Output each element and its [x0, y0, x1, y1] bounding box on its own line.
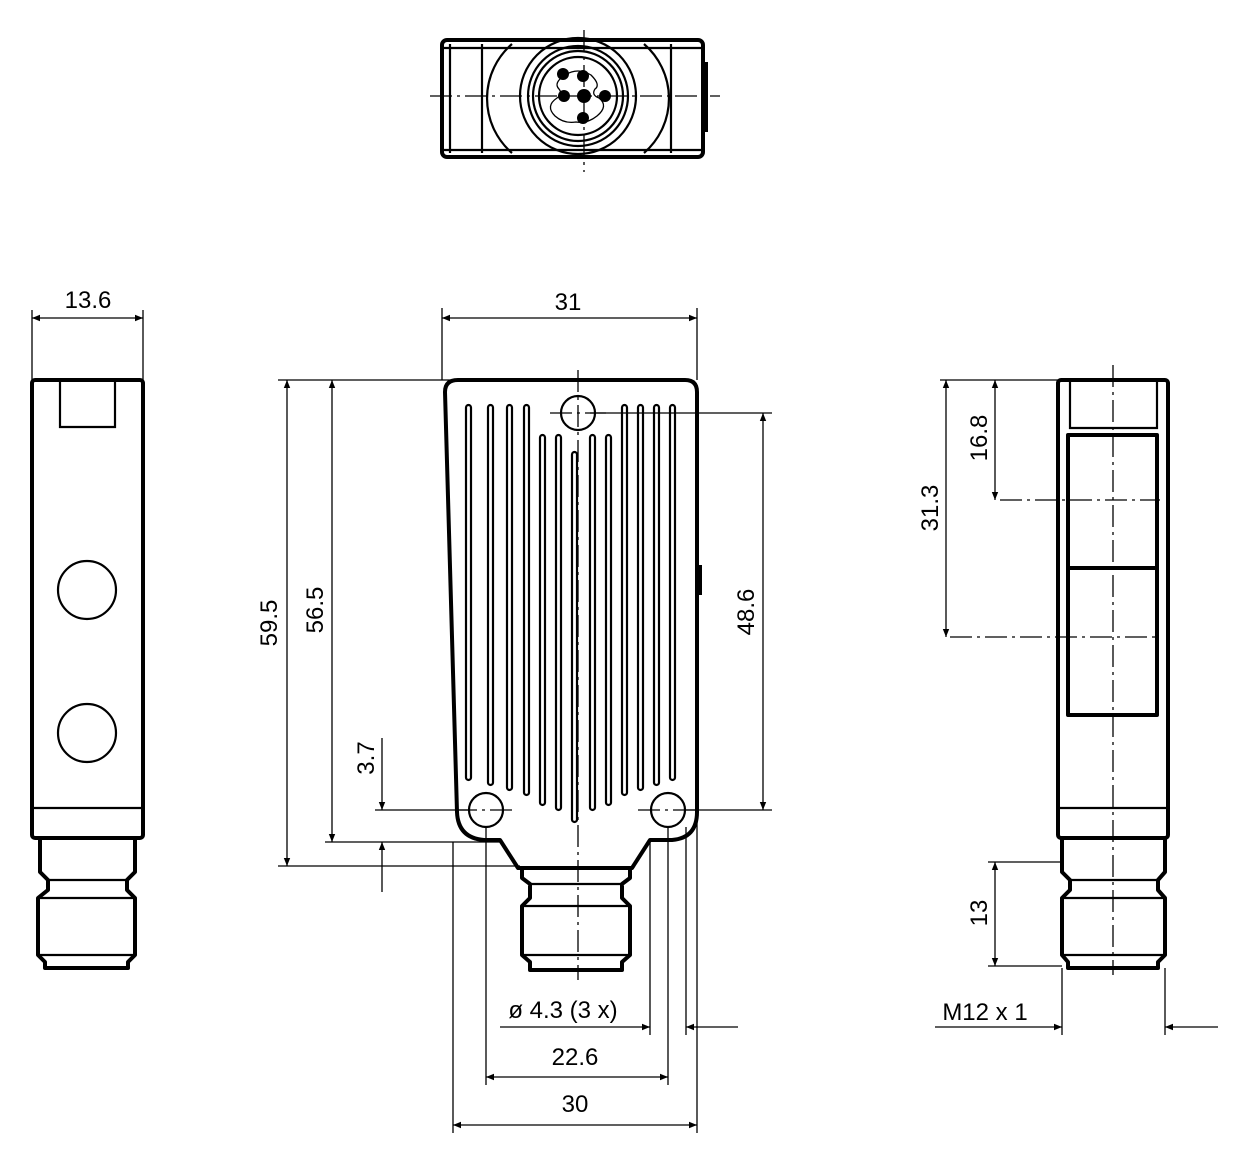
dim-front-width-top: 31	[555, 289, 582, 316]
dim-window-height: 31.3	[917, 485, 944, 532]
dim-body-height: 56.5	[302, 587, 329, 634]
dim-window-offset: 16.8	[966, 415, 993, 462]
dim-thread: M12 x 1	[942, 999, 1027, 1026]
cooling-ribs	[464, 403, 677, 824]
right-side-view: 31.3 16.8 13 M12 x 1	[917, 365, 1218, 1035]
dim-connector-length: 13	[966, 900, 993, 927]
dim-front-width-bottom: 30	[562, 1091, 589, 1118]
dim-hole-offset: 3.7	[353, 741, 380, 774]
front-view: 31 59.5 56.5 3.7 48.6 ø 4.3 (3 x) 22.6 3…	[256, 289, 772, 1133]
dim-side-width: 13.6	[65, 287, 112, 314]
pin-icon	[557, 68, 569, 80]
dim-hole-spacing-vertical: 48.6	[733, 589, 760, 636]
dim-hole-spacing-horizontal: 22.6	[552, 1044, 599, 1071]
top-view	[430, 30, 720, 172]
dim-total-height: 59.5	[256, 600, 283, 647]
left-side-view: 13.6	[30, 287, 145, 970]
dim-hole-diameter: ø 4.3 (3 x)	[508, 997, 617, 1024]
